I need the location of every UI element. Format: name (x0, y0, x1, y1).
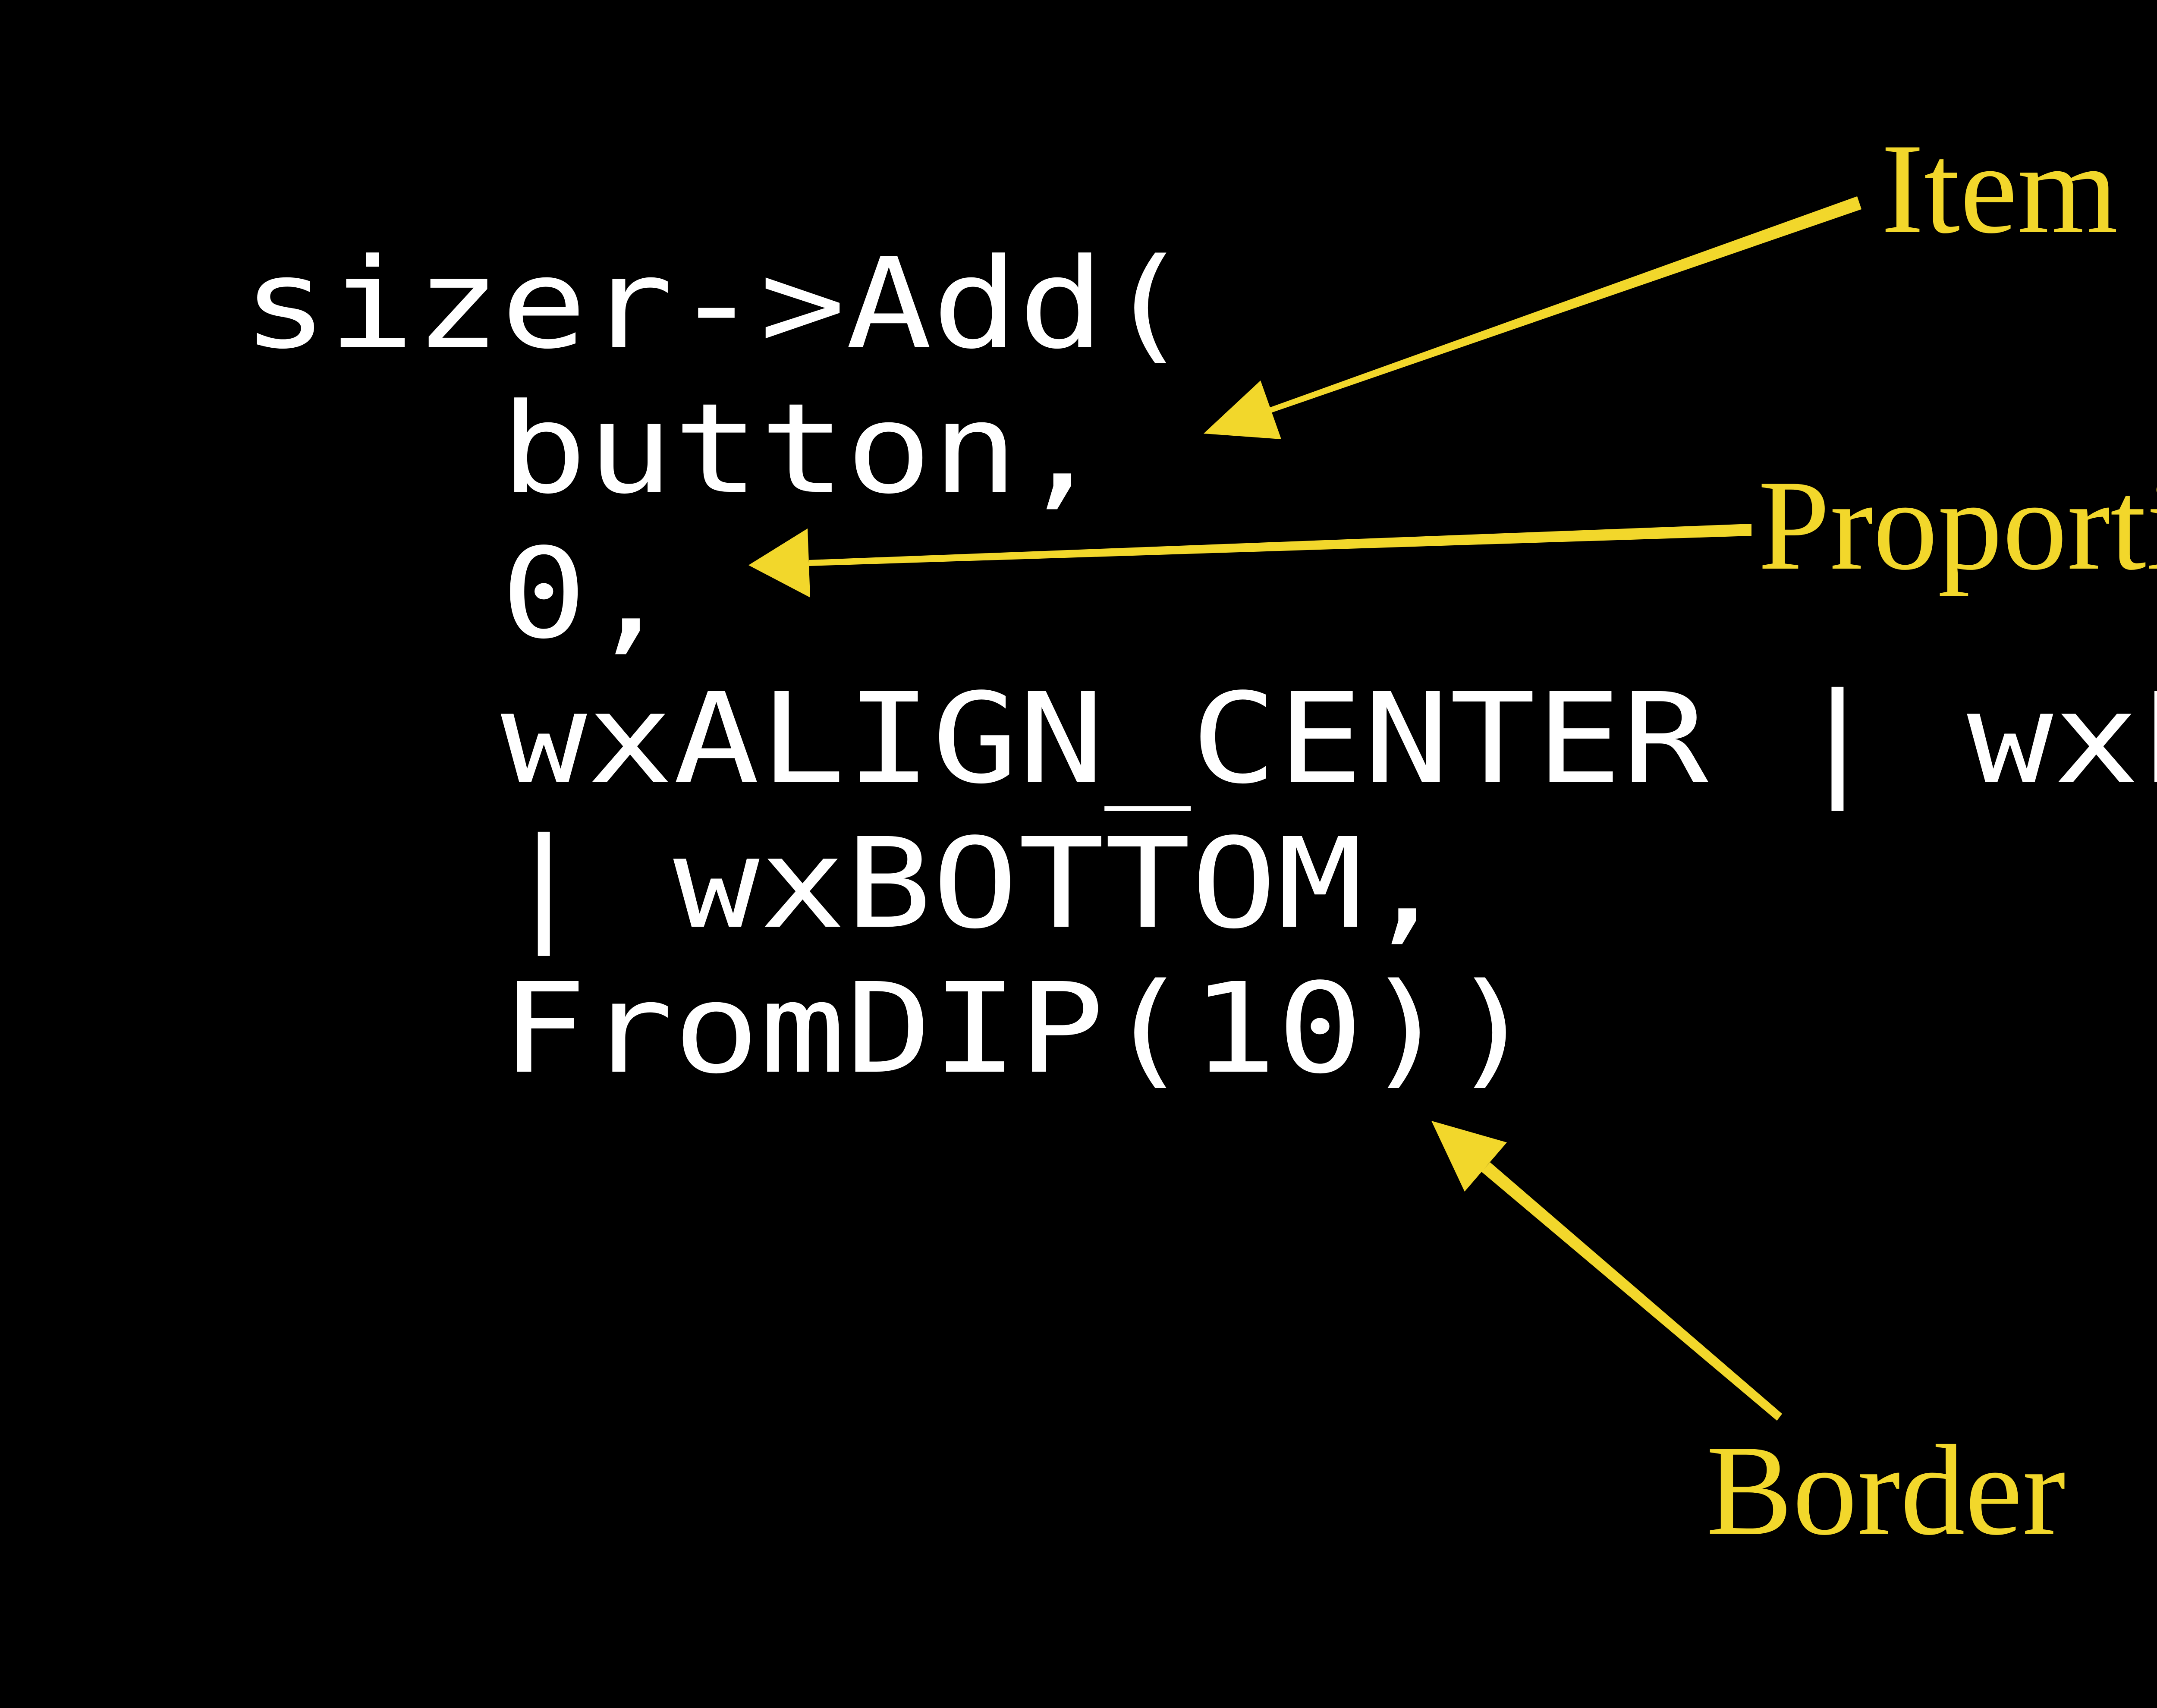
code-snippet: sizer->Add( button, 0, wxALIGN_CENTER | … (242, 232, 2157, 1101)
annotation-label-proportion: Proportion (1758, 453, 2157, 597)
border-arrow-icon (1431, 1121, 1782, 1421)
code-line-button: button, (242, 377, 1105, 521)
border-arrow-head (1431, 1121, 1507, 1192)
code-line-proportion: 0, (242, 522, 673, 666)
border-arrow-shaft (1481, 1162, 1782, 1421)
code-line-fromdip: FromDIP(10)) (242, 956, 1536, 1101)
code-line-wxbottom: | wxBOTTOM, (242, 812, 1450, 956)
annotation-label-item: Item (1881, 117, 2118, 260)
code-line-flags: wxALIGN_CENTER | wxLEFT | wxRIGHT (500, 667, 2157, 811)
annotation-label-border: Border (1706, 1419, 2066, 1562)
code-line-sizer-add: sizer->Add( (242, 232, 1191, 376)
